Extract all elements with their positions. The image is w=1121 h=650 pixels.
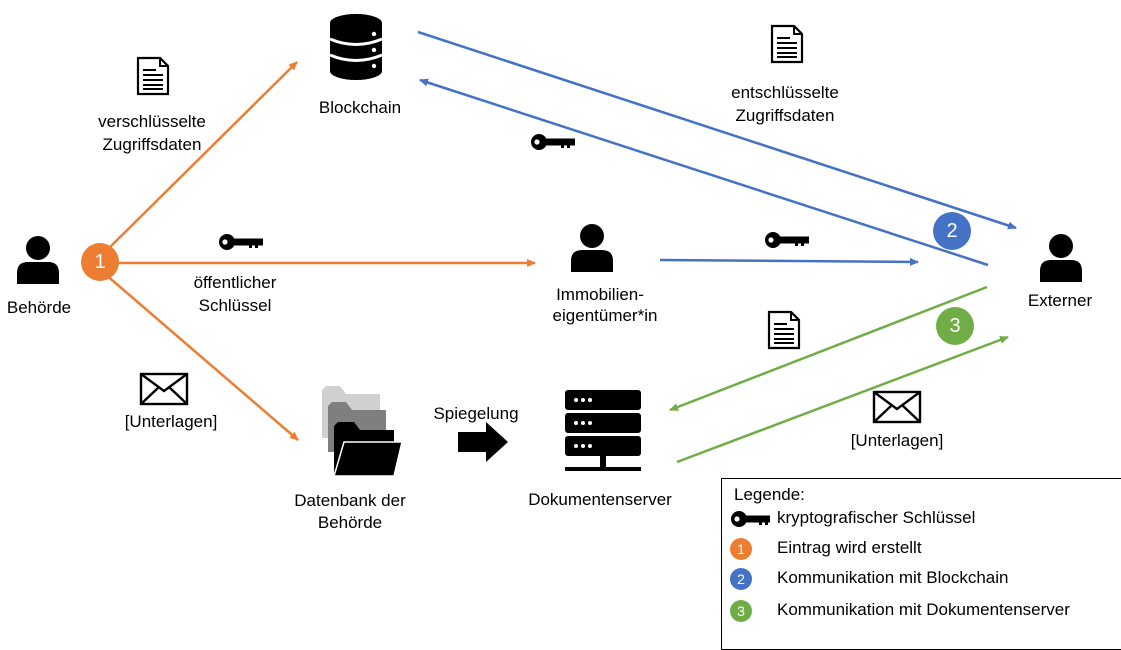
document-icon [770,24,804,64]
step-badge-1: 1 [81,243,119,281]
label-entschluesselte-line1: entschlüsselte [731,83,839,102]
arrow-dokumentenserver-externer [676,335,1009,464]
label-immobilien-line2: eigentümer*in [552,306,658,325]
label-datenbank-line1: Datenbank der [294,491,406,510]
diagram-canvas [17,14,1082,477]
person-icon [1040,234,1082,282]
label-spiegelung: Spiegelung [433,404,519,423]
legend-badge-1: 1 [730,538,752,560]
server-icon [565,390,641,471]
legend-title: Legende: [734,485,805,504]
label-unterlagen-right: [Unterlagen] [850,431,944,450]
document-icon [136,56,170,96]
legend-item-1-text: Eintrag wird erstellt [777,538,922,557]
key-icon [765,232,809,248]
arrow-externer-blockchain [419,78,989,267]
step-badge-3: 3 [936,307,974,345]
database-icon [329,14,383,80]
label-unterlagen-left: [Unterlagen] [124,412,218,431]
key-icon [731,511,770,527]
legend: Legende: kryptografischer Schlüssel 1 Ei… [721,478,1121,650]
person-icon [571,224,613,272]
envelope-icon [139,372,189,406]
legend-item-2-text: Kommunikation mit Blockchain [777,568,1009,587]
arrow-right-icon [458,422,508,462]
label-oeffentlicher-line2: Schlüssel [198,296,272,315]
step-badge-2: 2 [933,212,971,250]
arrow-blockchain-externer [417,30,1017,230]
arrow-externer-dokumentenserver [669,285,988,412]
label-externer: Externer [1027,291,1093,310]
label-oeffentlicher-line1: öffentlicher [193,273,277,292]
key-icon [531,134,575,150]
legend-badge-3: 3 [730,600,752,622]
label-dokumentenserver: Dokumentenserver [528,490,672,509]
folder-icon [322,386,403,477]
label-verschluesselte-line2: Zugriffsdaten [102,135,202,154]
label-verschluesselte-line1: verschlüsselte [98,112,206,131]
legend-item-3-text: Kommunikation mit Dokumentenserver [777,600,1070,619]
legend-key-text: kryptografischer Schlüssel [777,508,976,527]
arrow-behoerde-datenbank [104,273,299,441]
person-icon [17,236,59,284]
document-icon [767,310,801,350]
arrow-behoerde-blockchain [104,61,298,253]
label-blockchain: Blockchain [318,98,402,117]
key-icon [219,234,263,250]
label-immobilien-line1: Immobilien- [556,285,644,304]
label-behoerde: Behörde [6,298,72,317]
legend-badge-2: 2 [730,568,752,590]
arrow-eigentuemer-externer [659,257,919,266]
label-entschluesselte-line2: Zugriffsdaten [735,106,835,125]
label-datenbank-line2: Behörde [317,513,383,532]
envelope-icon [872,390,922,424]
